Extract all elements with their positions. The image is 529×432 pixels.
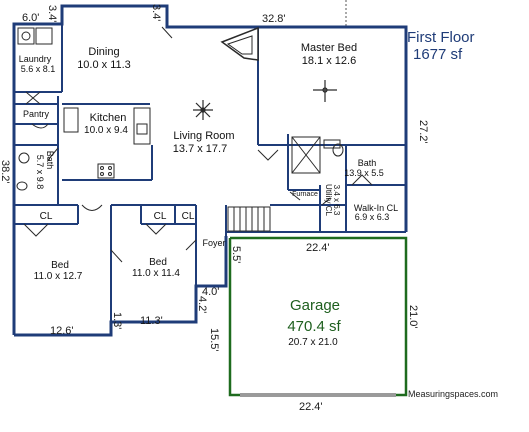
furnace-name: Furnace [292, 191, 318, 198]
dim-foyer-side: 5.5' [230, 246, 242, 263]
exterior-walls [12, 4, 408, 337]
laundry-name: Laundry [19, 54, 52, 64]
kitchen-sink [136, 123, 148, 135]
closet-mid: CL [154, 211, 167, 222]
kitchen-counters [63, 107, 151, 179]
bath-right-name: Bath [358, 158, 377, 168]
stairs [227, 206, 271, 232]
door-swings [23, 26, 373, 263]
kitchen-size: 10.0 x 9.4 [84, 125, 128, 136]
dim-bottom-left: 12.6' [50, 325, 74, 337]
dim-step-small: 4.0' [202, 286, 219, 298]
bath-left-name: Bath [45, 151, 55, 170]
bed-mid-size: 11.0 x 11.4 [132, 268, 180, 279]
garage-name: Garage [290, 297, 340, 314]
walkin-size: 6.9 x 6.3 [355, 212, 390, 222]
dim-garage-top: 22.4' [306, 242, 330, 254]
utility-size: 3.4 x 6.3 [332, 185, 341, 216]
bed-left-size: 11.0 x 12.7 [34, 271, 83, 282]
bath-left-size: 5.7 x 9.8 [35, 155, 45, 190]
garage-outline [228, 236, 408, 397]
foyer-name: Foyer [202, 238, 225, 248]
bath-right-size: 13.9 x 5.5 [344, 168, 384, 178]
dim-top-left: 6.0' [22, 12, 39, 24]
dim-garage-left: 15.5' [208, 328, 220, 352]
credit-text: Measuringspaces.com [408, 389, 498, 399]
ceiling-fan-living [193, 100, 213, 120]
dim-garage-bottom: 22.4' [299, 401, 323, 413]
garage-area: 470.4 sf [287, 318, 341, 335]
closet-left: CL [40, 211, 53, 222]
left-bath-fixtures [16, 152, 30, 191]
living-size: 13.7 x 17.7 [173, 143, 227, 155]
ceiling-fan-master [313, 80, 337, 102]
floor-area: 1677 sf [413, 46, 463, 63]
kitchen-name: Kitchen [90, 112, 127, 124]
dim-top-notch: 3.4' [150, 4, 162, 21]
dim-top-notch-left: 3.4' [46, 5, 58, 22]
dim-garage-right: 21.0' [407, 305, 419, 329]
right-bath-fixtures [291, 136, 344, 174]
utility-name: Utility CL [324, 184, 333, 217]
bed-mid-name: Bed [149, 257, 167, 268]
laundry-size: 5.6 x 8.1 [21, 64, 56, 74]
fireplace [220, 26, 259, 61]
dim-step-side: 4.2' [196, 296, 208, 313]
dim-right-upper: 27.2' [417, 120, 429, 144]
stove [97, 163, 115, 179]
dim-bottom-step: 1.3' [111, 312, 123, 329]
living-name: Living Room [173, 130, 234, 142]
laundry-appliances [17, 27, 53, 45]
dining-name: Dining [88, 46, 119, 58]
floor-title: First Floor [407, 29, 475, 46]
dining-size: 10.0 x 11.3 [77, 59, 131, 71]
master-name: Master Bed [301, 42, 357, 54]
dim-left-side: 38.2' [0, 160, 11, 184]
interior-walls [14, 24, 406, 322]
closet-right: CL [182, 211, 195, 222]
garage-size: 20.7 x 21.0 [288, 337, 338, 348]
dim-top-main: 32.8' [262, 13, 286, 25]
dim-bottom-mid: 11.3' [140, 315, 163, 327]
walkin-name: Walk-In CL [354, 203, 398, 213]
master-size: 18.1 x 12.6 [302, 55, 356, 67]
pantry-name: Pantry [23, 109, 50, 119]
bed-left-name: Bed [51, 260, 69, 271]
